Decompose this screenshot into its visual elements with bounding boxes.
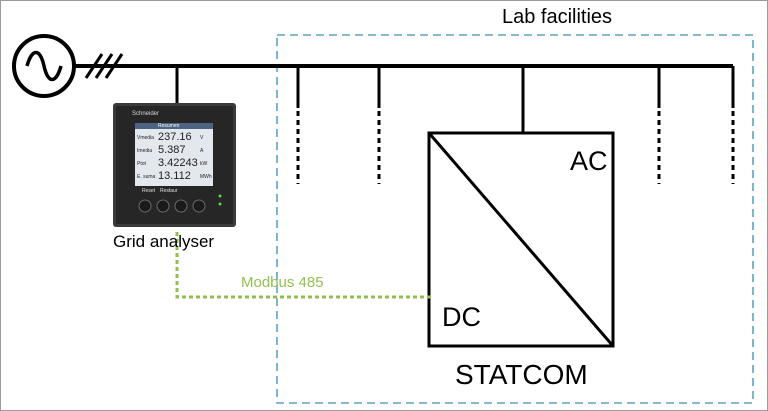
meter-reading-unit: MWh (200, 174, 212, 180)
statcom-label: STATCOM (455, 359, 588, 390)
meter-header: Resumen (158, 123, 180, 129)
lab-facilities-boundary (276, 34, 754, 404)
meter-reading-name: Vmedia (137, 135, 154, 141)
modbus-label: Modbus 485 (241, 274, 324, 291)
modbus-link (175, 232, 431, 299)
ac-source-icon (12, 34, 76, 98)
meter-reading-value: 3.42243 (158, 157, 198, 169)
meter-reading-unit: V (200, 135, 204, 141)
meter-reading-name: E. suma (137, 174, 156, 180)
meter-brand: Schneider (132, 111, 160, 117)
ac-label: AC (570, 146, 608, 176)
meter-reading-name: Ptot (137, 161, 146, 167)
meter-reading-value: 237.16 (158, 131, 192, 143)
three-phase-marker (84, 53, 124, 79)
grid-analyser-device (113, 103, 236, 227)
meter-reading-value: 13.112 (158, 170, 191, 182)
dc-label: DC (442, 302, 481, 332)
meter-reading-unit: kW (200, 161, 208, 167)
meter-reading-unit: A (200, 148, 204, 154)
meter-reading-value: 5.387 (158, 144, 186, 156)
statcom-converter (427, 131, 615, 348)
grid-analyser-label: Grid analyser (113, 232, 215, 251)
lab-facilities-label: Lab facilities (502, 6, 613, 28)
meter-reading-name: Imedia (137, 148, 153, 154)
meter-softkey: Reset (142, 188, 156, 194)
meter-softkey: Restaur (160, 188, 178, 194)
